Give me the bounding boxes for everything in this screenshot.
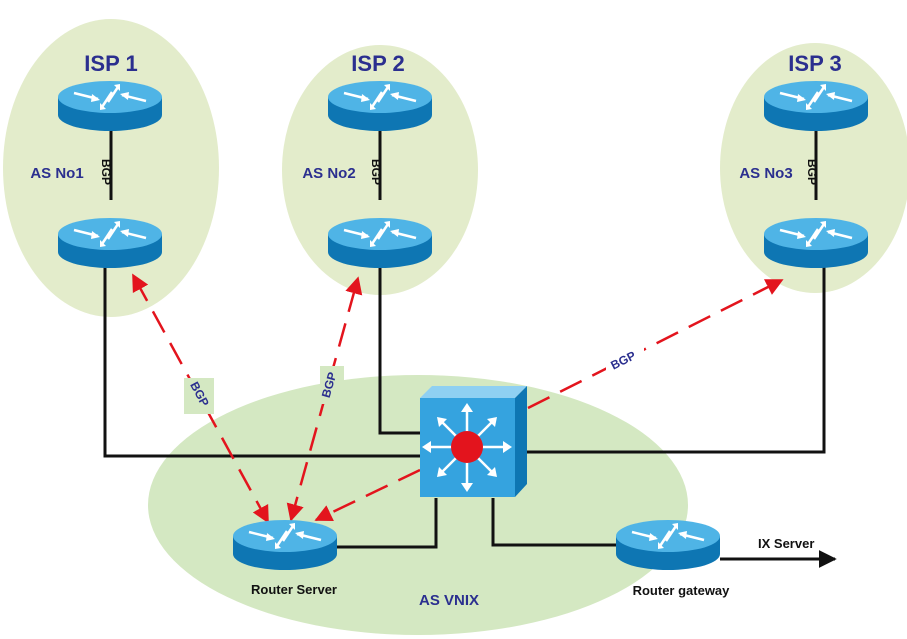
- peering-bgp-label-2: BGP: [319, 370, 340, 399]
- isp1-title: ISP 1: [84, 51, 137, 76]
- router-icon: [762, 79, 870, 133]
- bgp-session-isp1: [131, 273, 270, 524]
- router-server: [231, 518, 339, 572]
- router-server-switch-link: [333, 498, 438, 549]
- isp1-bottom-router: [56, 216, 164, 270]
- vnix-region: [148, 375, 688, 635]
- isp3-bottom-router: [762, 216, 870, 270]
- isp3-title: ISP 3: [788, 51, 841, 76]
- router-icon: [326, 216, 434, 270]
- isp2-title: ISP 2: [351, 51, 404, 76]
- router-icon: [231, 518, 339, 572]
- isp2-switch-link: [378, 262, 420, 435]
- isp3-top-router: [762, 79, 870, 133]
- isp1-as-label: AS No1: [30, 165, 83, 182]
- isp3-bgp-label: BGP: [805, 159, 819, 185]
- layer3-switch-icon: [420, 386, 527, 497]
- router-icon: [614, 518, 722, 572]
- isp1-bgp-label: BGP: [99, 159, 113, 185]
- isp3-as-label: AS No3: [739, 165, 792, 182]
- router-icon: [56, 216, 164, 270]
- isp3-switch-link: [522, 262, 826, 454]
- isp1-top-router: [56, 79, 164, 133]
- router-icon: [56, 79, 164, 133]
- vnix-as-label: AS VNIX: [419, 592, 479, 609]
- router-gateway-label: Router gateway: [633, 583, 731, 598]
- switch-core: [451, 431, 483, 463]
- isp2-as-label: AS No2: [302, 165, 355, 182]
- ix-server-label: IX Server: [758, 536, 814, 551]
- router-icon: [326, 79, 434, 133]
- router-server-label: Router Server: [251, 582, 337, 597]
- router-icon: [762, 216, 870, 270]
- bgp-session-isp3: [527, 278, 784, 410]
- isp2-top-router: [326, 79, 434, 133]
- isp2-bgp-label: BGP: [369, 159, 383, 185]
- router-gateway: [614, 518, 722, 572]
- bgp-session-switch: [314, 468, 421, 522]
- isp2-bottom-router: [326, 216, 434, 270]
- gateway-switch-link: [491, 498, 617, 547]
